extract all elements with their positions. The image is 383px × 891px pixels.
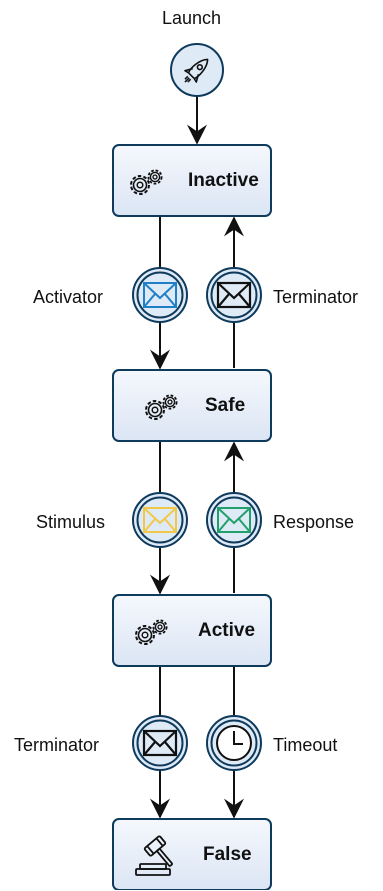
start-event[interactable] bbox=[170, 43, 224, 97]
task-safe[interactable] bbox=[112, 369, 272, 442]
event-terminator-top-label: Terminator bbox=[273, 287, 359, 307]
event-response-label: Response bbox=[273, 512, 355, 532]
end-state-false-label: False bbox=[203, 844, 252, 865]
event-terminator-top[interactable] bbox=[206, 267, 262, 323]
event-terminator-bottom-label: Terminator bbox=[14, 735, 100, 755]
task-inactive[interactable] bbox=[112, 144, 272, 217]
envelope-icon bbox=[217, 507, 251, 533]
rocket-icon bbox=[184, 58, 209, 83]
task-active-label: Active bbox=[198, 620, 256, 641]
task-safe-label: Safe bbox=[205, 395, 246, 416]
task-active[interactable] bbox=[112, 594, 272, 667]
event-stimulus[interactable] bbox=[132, 492, 188, 548]
gavel-icon bbox=[135, 835, 173, 876]
start-event-label: Launch bbox=[162, 8, 222, 28]
envelope-icon bbox=[216, 281, 252, 309]
event-timeout-label: Timeout bbox=[273, 735, 338, 755]
clock-icon bbox=[216, 725, 252, 761]
envelope-icon bbox=[143, 507, 177, 533]
event-timeout[interactable] bbox=[206, 715, 262, 771]
event-response[interactable] bbox=[206, 492, 262, 548]
event-stimulus-label: Stimulus bbox=[36, 512, 106, 532]
task-inactive-label: Inactive bbox=[188, 170, 259, 191]
end-state-false[interactable] bbox=[112, 818, 272, 890]
event-activator-label: Activator bbox=[33, 287, 104, 307]
envelope-icon bbox=[142, 729, 178, 757]
envelope-icon bbox=[143, 282, 177, 308]
event-activator[interactable] bbox=[132, 267, 188, 323]
event-terminator-bottom[interactable] bbox=[132, 715, 188, 771]
